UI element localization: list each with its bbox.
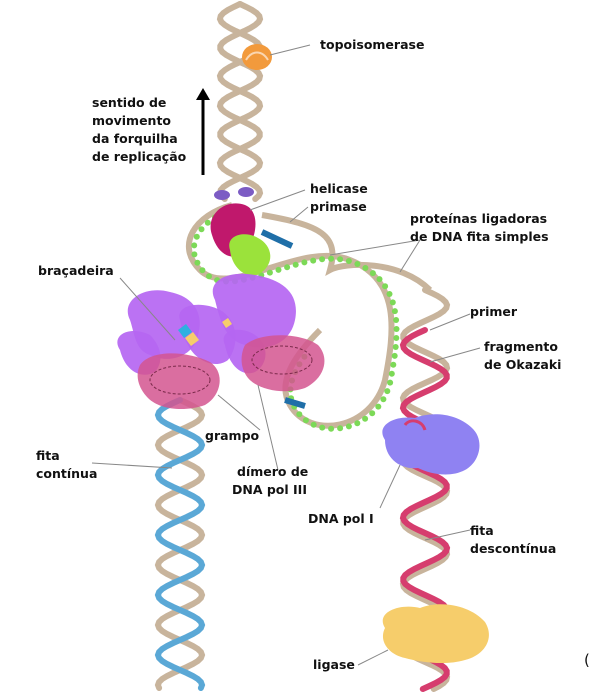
label-leading-2: contínua — [36, 466, 97, 481]
labels: topoisomerase sentido de movimento da fo… — [36, 37, 590, 672]
label-pol3-1: dímero de — [237, 464, 308, 479]
ssb-dot — [193, 233, 200, 240]
ssb-dot — [310, 257, 317, 264]
ssb-dot — [384, 388, 391, 395]
ssb-dot — [198, 226, 205, 233]
ssb-dot — [393, 326, 400, 332]
direction-arrow — [196, 88, 210, 175]
ssb-dot — [266, 269, 273, 276]
clamp-left — [137, 353, 220, 410]
ssb-dot — [380, 396, 387, 403]
ssb-dot — [319, 424, 326, 431]
label-direction-3: da forquilha — [92, 131, 178, 146]
ssb-dot — [284, 264, 291, 271]
ssb-dot — [387, 379, 394, 386]
ssb-dot — [362, 265, 369, 271]
label-helicase: helicase — [310, 181, 368, 196]
ssb-dot — [362, 415, 369, 422]
label-pol3-2: DNA pol III — [232, 482, 307, 497]
topoisomerase-protein — [242, 44, 272, 70]
ssb-dot — [354, 261, 361, 267]
parental-helix — [216, 1, 264, 202]
label-ligase: ligase — [313, 657, 355, 672]
ssb-dot — [392, 344, 399, 350]
ssb-dot — [375, 403, 382, 410]
label-okazaki-1: fragmento — [484, 339, 558, 354]
label-primase: primase — [310, 199, 367, 214]
ssb-dot — [204, 219, 211, 226]
ssb-dot — [337, 256, 344, 263]
ssb-dot — [382, 283, 389, 290]
label-ssb-1: proteínas ligadoras — [410, 211, 547, 226]
ssb-dot — [194, 259, 201, 266]
ssb-dot — [369, 410, 376, 417]
ssb-dot — [328, 255, 335, 262]
ssb-dot — [328, 425, 335, 432]
label-direction-1: sentido de — [92, 95, 166, 110]
ssb-dot — [393, 317, 400, 323]
ssb-dot — [206, 273, 212, 280]
ligase-protein — [382, 604, 489, 664]
clamp-right — [241, 335, 325, 392]
ssb-dot — [191, 251, 198, 258]
ssb-dot — [388, 370, 395, 377]
ssb-dot — [390, 361, 397, 368]
ssb-dot — [292, 261, 299, 268]
ssb-dot — [376, 276, 383, 283]
dna-pol-i-protein — [382, 414, 480, 475]
leader-lines — [91, 44, 481, 666]
label-primer: primer — [470, 304, 518, 319]
ssb-dot — [199, 267, 206, 274]
ssb-dot — [369, 270, 376, 277]
ssb-dot — [302, 417, 309, 424]
primase-protein — [229, 234, 271, 276]
label-lagging-2: descontínua — [470, 541, 556, 556]
label-ssb-2: de DNA fita simples — [410, 229, 549, 244]
label-pol1: DNA pol I — [308, 511, 374, 526]
label-topoisomerase: topoisomerase — [320, 37, 424, 52]
label-direction-4: de replicação — [92, 149, 187, 164]
ssb-dot — [296, 411, 303, 418]
ssb-dot — [386, 291, 393, 297]
label-direction-2: movimento — [92, 113, 171, 128]
ssb-dot — [275, 266, 282, 273]
okazaki-segment-loop — [284, 397, 306, 409]
ssb-dot — [389, 299, 396, 306]
label-lagging-1: fita — [470, 523, 494, 538]
ssb-dot — [337, 425, 344, 432]
ssb-dot — [391, 308, 398, 315]
label-leading-1: fita — [36, 448, 60, 463]
corner-mark: ( — [584, 651, 590, 669]
ssb-dot — [345, 258, 352, 264]
ssb-dot — [191, 242, 198, 249]
label-clamp-loader: braçadeira — [38, 263, 114, 278]
ssb-dot — [391, 352, 398, 359]
label-okazaki-2: de Okazaki — [484, 357, 561, 372]
clamp-loader-bits — [178, 318, 232, 346]
ssb-dot — [393, 335, 400, 341]
ssb-dot — [345, 423, 352, 430]
ssb-dot — [319, 256, 326, 263]
leading-strand-helix — [154, 397, 206, 691]
ssb-dot — [310, 421, 317, 428]
ssb-dot — [354, 420, 361, 427]
lagging-template-loop — [186, 202, 433, 429]
ssb-dot — [301, 259, 308, 266]
label-clamp: grampo — [205, 428, 260, 443]
primer-segment-loop — [260, 229, 294, 249]
